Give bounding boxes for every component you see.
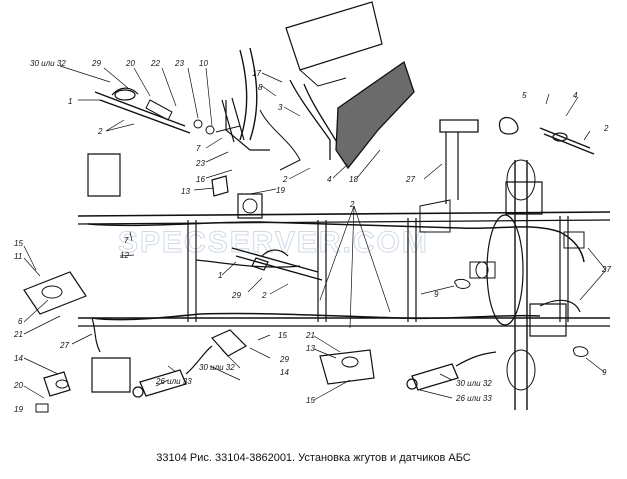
callout-1: 1: [68, 97, 72, 106]
callout-20: 20: [13, 381, 23, 390]
callout-8: 8: [258, 83, 263, 92]
callout-21: 21: [305, 331, 315, 340]
callout-13: 13: [181, 187, 190, 196]
callout-30-or-32: 30 или 32: [199, 363, 235, 372]
detail-top-center-channel: [225, 1, 415, 171]
watermark: SPECSERVER.COM: [118, 226, 429, 259]
callout-27: 27: [59, 341, 69, 350]
callout-15: 15: [278, 331, 287, 340]
callout-labels: 30 или 32 29 20 22 23 10 1 2 7 23 16 17 …: [13, 59, 611, 414]
callout-1: 1: [218, 271, 222, 280]
valve-assemblies: [87, 153, 589, 393]
callout-7: 7: [196, 144, 201, 153]
detail-top-left-sensor: [94, 87, 245, 143]
callout-14: 14: [14, 354, 23, 363]
callout-30-or-32: 30 или 32: [30, 59, 66, 68]
callout-11: 11: [14, 252, 22, 261]
figure-caption: 33104 Рис. 33104-3862001. Установка жгут…: [156, 452, 471, 464]
detail-modulator: [211, 175, 263, 219]
callout-29: 29: [91, 59, 101, 68]
callout-14: 14: [280, 368, 289, 377]
callout-19: 19: [276, 186, 285, 195]
detail-center-branch: [231, 247, 323, 281]
callout-2: 2: [603, 124, 609, 133]
callout-20: 20: [125, 59, 135, 68]
callout-4: 4: [327, 175, 332, 184]
callout-5: 5: [522, 91, 527, 100]
harness-main: [87, 221, 585, 353]
detail-left-brackets: [23, 271, 87, 413]
callout-27: 27: [601, 265, 611, 274]
callout-15: 15: [14, 239, 23, 248]
callout-9: 9: [434, 290, 439, 299]
callout-6: 6: [18, 317, 23, 326]
callout-23: 23: [174, 59, 184, 68]
detail-bottom-sensors: [132, 329, 497, 398]
callout-16: 16: [196, 175, 205, 184]
callout-3: 3: [278, 103, 283, 112]
rear-axle: [469, 159, 536, 410]
callout-13: 13: [306, 344, 315, 353]
callout-19: 19: [14, 405, 23, 414]
callout-17: 17: [252, 69, 261, 78]
detail-top-right-sensor: [439, 116, 595, 204]
callout-7: 7: [124, 236, 129, 245]
callout-2: 2: [261, 291, 267, 300]
leader-lines: [23, 65, 607, 401]
callout-2: 2: [97, 127, 103, 136]
callout-12: 12: [120, 251, 129, 260]
callout-4: 4: [573, 91, 578, 100]
callout-29: 29: [231, 291, 241, 300]
callout-10: 10: [199, 59, 208, 68]
chassis-frame: [77, 199, 611, 327]
callout-30-or-32: 30 или 32: [456, 379, 492, 388]
callout-23: 23: [195, 159, 205, 168]
callout-27: 27: [405, 175, 415, 184]
callout-22: 22: [150, 59, 160, 68]
callout-2: 2: [282, 175, 288, 184]
callout-18: 18: [349, 175, 358, 184]
callout-29: 29: [279, 355, 289, 364]
callout-26-or-33: 26 или 33: [155, 377, 192, 386]
callout-9: 9: [602, 368, 607, 377]
callout-2: 2: [349, 200, 355, 209]
callout-15: 15: [306, 396, 315, 405]
callout-21: 21: [13, 330, 23, 339]
callout-26-or-33: 26 или 33: [455, 394, 492, 403]
